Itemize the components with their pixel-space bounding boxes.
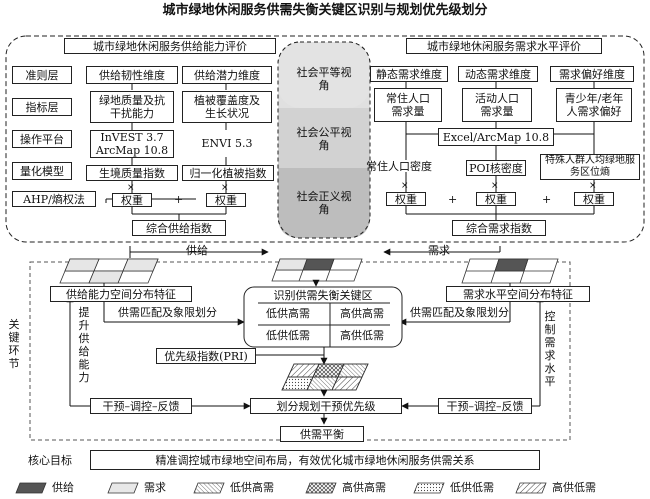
legend-supply-swatch [15,482,47,494]
page-title: 城市绿地休闲服务供需失衡关键区识别与规划优先级划分 [162,3,488,18]
supply-times-2: × [221,183,229,193]
supply-composite: 综合供给指数 [132,220,226,236]
quadrant-low-high: 低供高需 [266,307,310,320]
row-criteria: 准则层 [12,66,72,84]
ahp-method: AHP/熵权法 [12,191,96,207]
demand-arrow-label: 需求 [428,244,450,257]
supply-header: 城市绿地休闲服务供给能力评价 [64,38,276,54]
demand-plus-1: + [448,193,458,206]
match-left-label: 供需匹配及象限划分 [118,306,217,319]
row-model: 量化模型 [12,162,72,180]
demand-model-2: POI核密度 [466,160,526,176]
demand-distribution: 需求水平空间分布特征 [446,286,590,302]
supply-dim2-model: 归一化植被指数 [182,165,274,181]
plan-priority: 划分规划干预优先级 [250,398,402,414]
demand-plus-2: + [542,193,552,206]
intervene-right: 干预–调控–反馈 [438,398,532,414]
demand-weight-1: 权重 [386,192,426,206]
demand-times-2: × [491,181,499,191]
intervene-left: 干预–调控–反馈 [90,398,192,414]
match-right-label: 供需匹配及象限划分 [410,306,509,319]
demand-composite: 综合需求指数 [452,220,546,236]
goal-label: 核心目标 [20,450,80,470]
legend-supply: 供给 [52,481,74,494]
demand-dim2-indicator: 活动人口需求量 [462,88,532,122]
demand-times-3: × [589,181,597,191]
center-title: 识别供需失衡关键区 [273,289,373,302]
legend-low-low: 低供低需 [450,481,494,494]
demand-model-3: 特殊人群人均绿地服务区位熵 [540,154,640,180]
demand-times-1: × [401,181,409,191]
supply-weight-1: 权重 [112,193,152,207]
supply-times-1: × [127,183,135,193]
legend-high-low: 高供低需 [552,481,596,494]
row-indicator: 指标层 [12,98,72,116]
supply-dim2-indicator: 植被覆盖度及生长状况 [182,91,272,123]
quadrant-high-high: 高供高需 [340,307,384,320]
legend-low-high: 低供高需 [230,481,274,494]
control-demand-label: 控制需求水平 [544,310,556,388]
demand-weight-3: 权重 [574,192,614,206]
supply-weight-2: 权重 [206,193,246,207]
legend-high-high: 高供高需 [342,481,386,494]
goal-text: 精准调控城市绿地空间布局，有效优化城市绿地休闲服务供需关系 [90,450,540,470]
supply-dim1-platform: InVEST 3.7 ArcMap 10.8 [90,130,174,158]
legend-demand: 需求 [144,481,166,494]
demand-platform: Excel/ArcMap 10.8 [438,128,554,146]
supply-dim1-model: 生境质量指数 [86,165,178,181]
demand-weight-2: 权重 [476,192,516,206]
supply-distribution: 供给能力空间分布特征 [50,286,192,302]
supply-dim2-platform: ENVI 5.3 [201,137,253,150]
supply-dim1-indicator: 绿地质量及抗干扰能力 [90,91,174,123]
pri-label: 优先级指数(PRI) [156,348,256,364]
demand-dim3-indicator: 青少年/老年人需求偏好 [556,88,632,122]
demand-model-1: 常住人口密度 [366,160,432,173]
quadrant-high-low: 高供低需 [340,329,384,342]
raise-supply-label: 提升供给能力 [78,306,90,384]
platform-invest: InVEST 3.7 [100,131,164,144]
perspective-justice: 社会正义视角 [296,190,352,216]
platform-arcmap: ArcMap 10.8 [95,144,169,157]
demand-dim1-title: 静态需求维度 [370,66,448,82]
supply-demand-balance: 供需平衡 [280,426,364,442]
row-platform: 操作平台 [12,130,72,148]
supply-dim1-title: 供给韧性维度 [86,66,178,84]
demand-dim3-title: 需求偏好维度 [550,66,634,82]
supply-arrow-label: 供给 [186,244,208,257]
perspective-equality: 社会平等视角 [296,66,352,92]
key-side-label: 关键环节 [8,318,20,370]
demand-dim1-indicator: 常住人口需求量 [374,88,442,122]
quadrant-low-low: 低供低需 [266,329,310,342]
supply-dim2-title: 供给潜力维度 [182,66,272,84]
supply-plus: + [174,193,184,206]
perspective-fairness: 社会公平视角 [296,126,352,152]
demand-dim2-title: 动态需求维度 [458,66,538,82]
demand-header: 城市绿地休闲服务需求水平评价 [406,38,602,54]
